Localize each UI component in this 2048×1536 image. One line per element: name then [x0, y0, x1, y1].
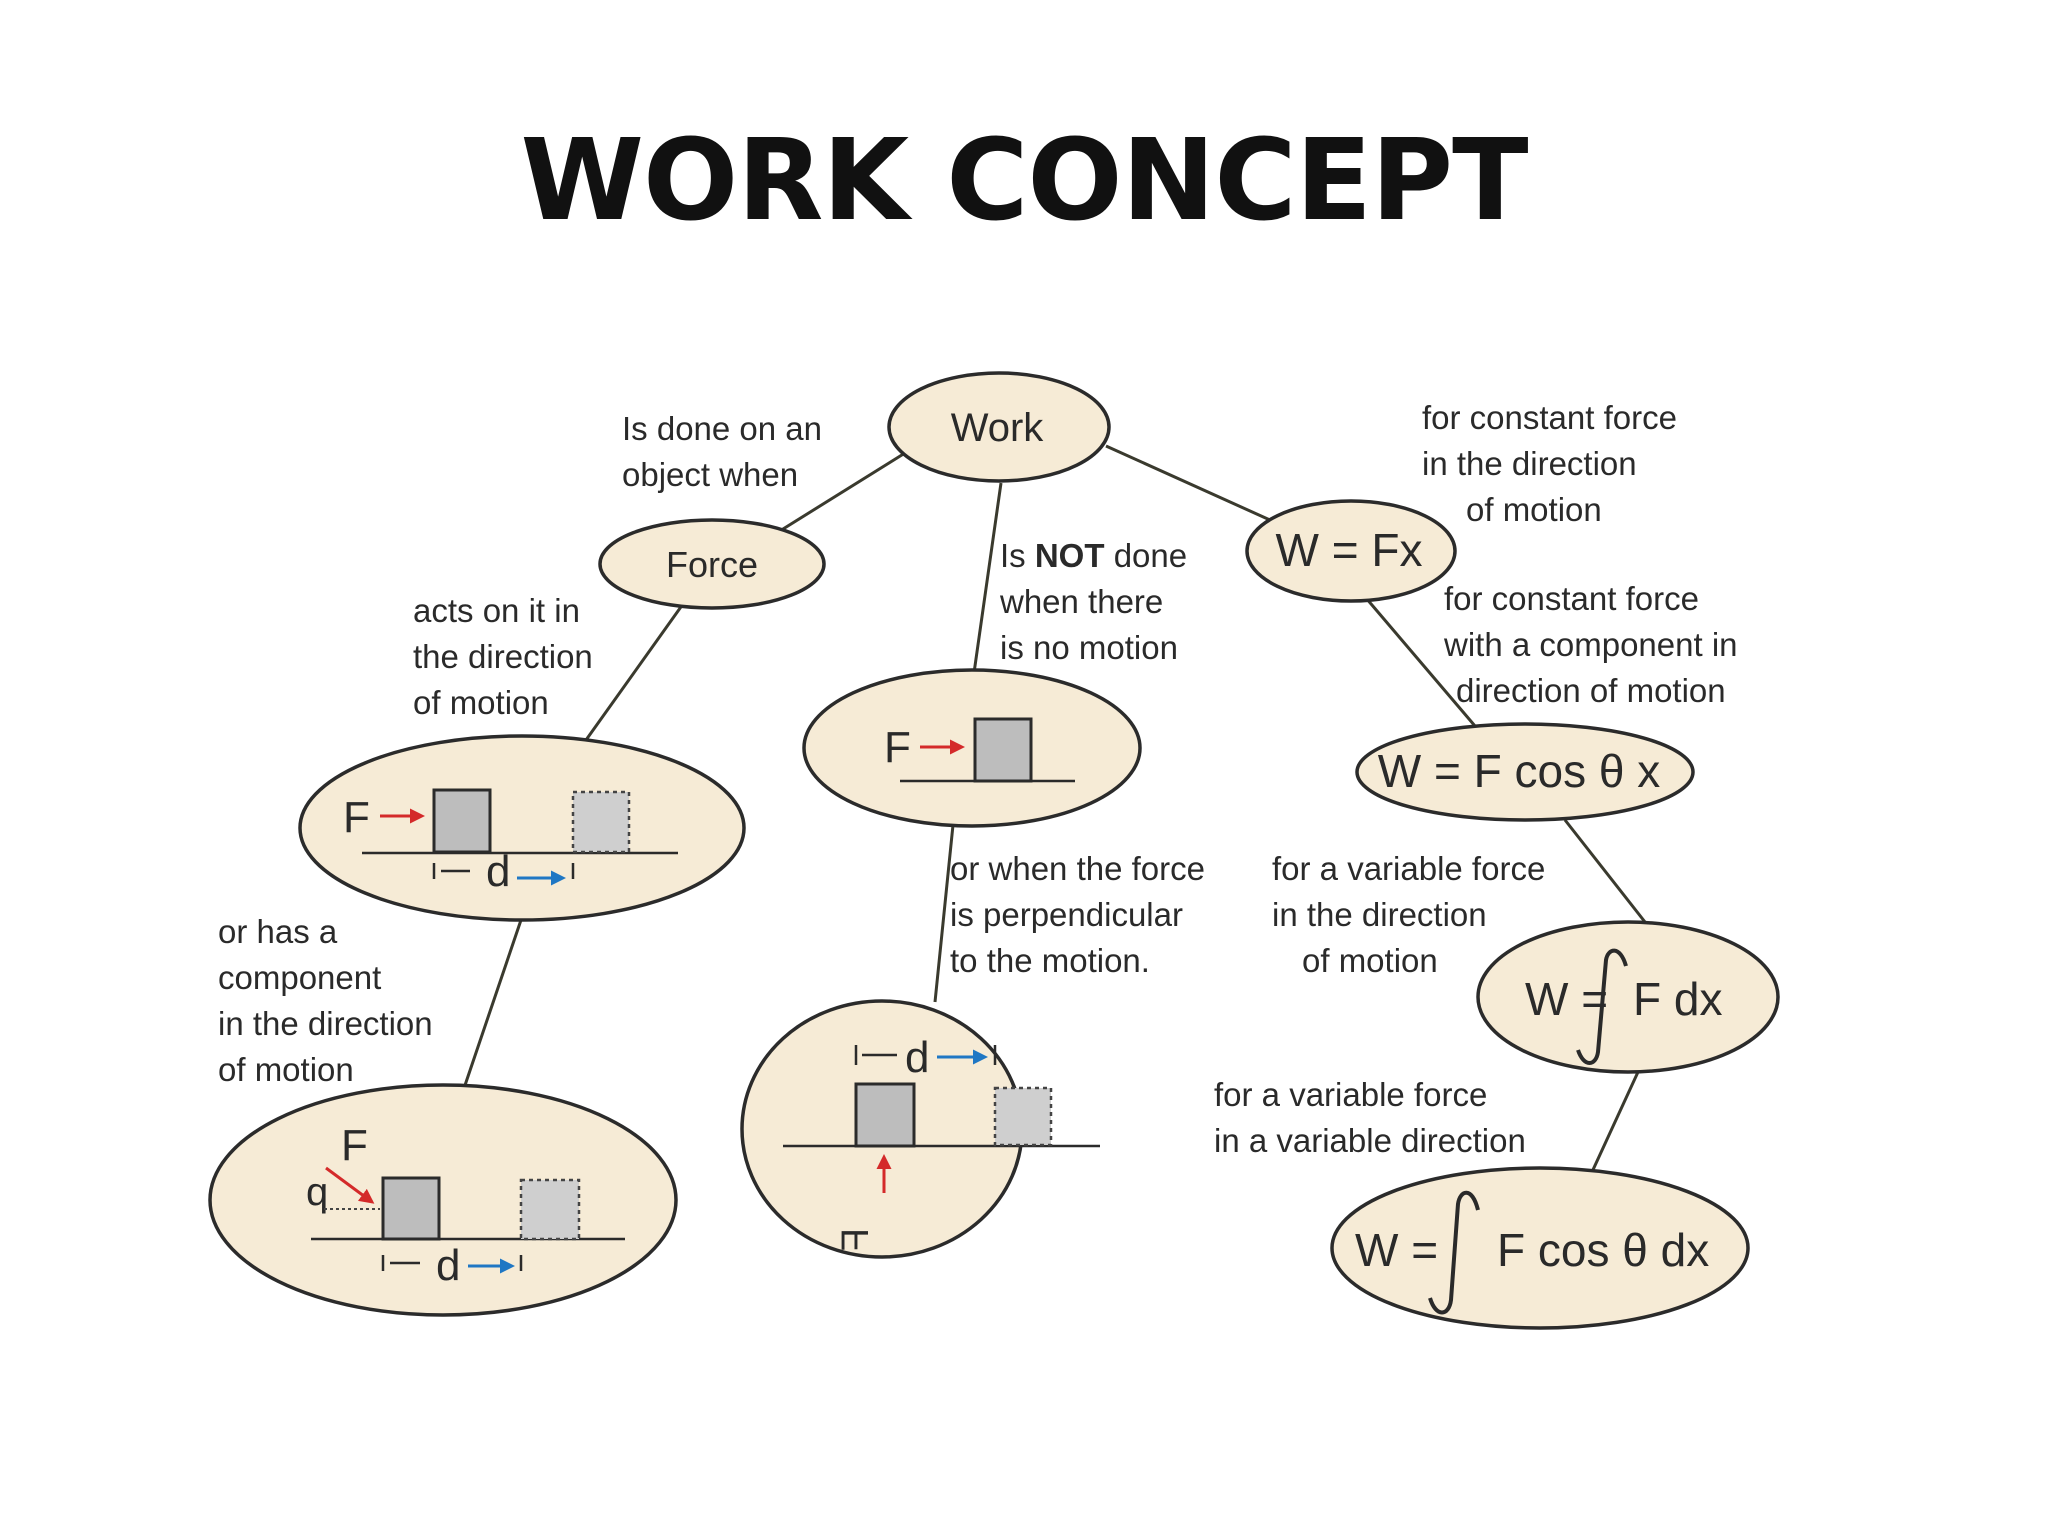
edge-work-wfx [1105, 444, 1271, 522]
force-symbol: F [343, 793, 370, 842]
label-variable-force: for a variable force in the direction of… [1272, 850, 1545, 979]
node-angled-force-diagram: F q d [208, 1083, 678, 1317]
force-arrow-icon [325, 1166, 375, 1204]
angle-symbol: q [306, 1170, 328, 1214]
edge-wfcos-wint [1563, 819, 1647, 923]
label-constant-direction: for constant force in the direction of m… [1422, 399, 1677, 528]
svg-text:for constant force: for constant force [1444, 580, 1699, 617]
edge-wint-wintcos [1590, 1071, 1640, 1173]
displacement-symbol: d [905, 1033, 929, 1082]
node-force: Force [598, 518, 826, 610]
svg-text:in the direction: in the direction [1422, 445, 1637, 482]
integral-sign-icon [1576, 948, 1628, 1065]
node-perpendicular-diagram: d F [740, 999, 1100, 1259]
svg-text:component: component [218, 959, 381, 996]
label-done-on: Is done on an object when [622, 410, 822, 493]
svg-text:is perpendicular: is perpendicular [950, 896, 1183, 933]
label-perpendicular: or when the force is perpendicular to th… [950, 850, 1205, 979]
svg-text:is no motion: is no motion [1000, 629, 1178, 666]
label-constant-component: for constant force with a component in d… [1443, 580, 1738, 709]
svg-text:Is NOT done: Is NOT done [1000, 537, 1187, 574]
edge-nomotion-perp [933, 824, 955, 1003]
block [973, 717, 1033, 783]
block [381, 1176, 441, 1241]
svg-text:in the direction: in the direction [218, 1005, 433, 1042]
displaced-block [993, 1086, 1053, 1147]
svg-text:when there: when there [999, 583, 1163, 620]
node-work-label: Work [951, 406, 1045, 450]
displacement-symbol: d [436, 1241, 460, 1290]
svg-text:in a variable direction: in a variable direction [1214, 1122, 1526, 1159]
node-w-fcos-x-label: W = F cos θ x [1378, 745, 1660, 797]
node-work: Work [887, 371, 1111, 483]
edge-work-force [774, 451, 906, 536]
force-symbol: F [341, 1121, 368, 1170]
svg-text:direction of motion: direction of motion [1456, 672, 1726, 709]
node-force-label: Force [666, 544, 758, 585]
node-no-motion-diagram: F [802, 668, 1142, 828]
node-w-integral-cos-right: F cos θ dx [1497, 1224, 1709, 1276]
svg-text:for a variable force: for a variable force [1272, 850, 1545, 887]
displacement-symbol: d [486, 847, 510, 896]
node-w-fx-label: W = Fx [1276, 524, 1423, 576]
force-symbol: F [835, 1228, 877, 1251]
svg-text:for constant force: for constant force [1422, 399, 1677, 436]
svg-text:object when: object when [622, 456, 798, 493]
svg-text:the direction: the direction [413, 638, 593, 675]
slide-title: WORK CONCEPT [520, 116, 1528, 246]
edge-push-angled [458, 919, 523, 1101]
displaced-block [571, 790, 631, 854]
svg-text:of motion: of motion [1466, 491, 1602, 528]
svg-text:or has a: or has a [218, 913, 338, 950]
block [432, 788, 492, 854]
svg-text:or when the force: or when the force [950, 850, 1205, 887]
integral-sign-icon [1428, 1190, 1480, 1315]
node-w-fcos-x: W = F cos θ x [1355, 722, 1695, 822]
svg-text:acts on it in: acts on it in [413, 592, 580, 629]
node-w-integral-cos-left: W = [1355, 1224, 1438, 1276]
edge-work-nomotion [971, 482, 1003, 681]
svg-text:to the motion.: to the motion. [950, 942, 1150, 979]
node-w-fx: W = Fx [1245, 499, 1457, 603]
label-component: or has a component in the direction of m… [218, 913, 433, 1088]
label-variable-direction: for a variable force in a variable direc… [1214, 1076, 1526, 1159]
label-acts-on: acts on it in the direction of motion [413, 592, 593, 721]
displaced-block [519, 1178, 581, 1241]
svg-text:of motion: of motion [1302, 942, 1438, 979]
svg-text:Is done on an: Is done on an [622, 410, 822, 447]
node-push-diagram: F d [298, 734, 746, 922]
connectors [458, 444, 1647, 1173]
label-not-done: Is NOT done when there is no motion [999, 537, 1187, 666]
svg-text:of motion: of motion [218, 1051, 354, 1088]
svg-text:for a variable force: for a variable force [1214, 1076, 1487, 1113]
edge-force-push [584, 603, 685, 741]
node-w-integral: W = F dx [1476, 920, 1780, 1074]
not-emphasis: NOT [1035, 537, 1105, 574]
svg-text:of motion: of motion [413, 684, 549, 721]
force-symbol: F [884, 723, 911, 772]
node-w-integral-cos: W = F cos θ dx [1330, 1166, 1750, 1330]
node-w-integral-left: W = [1525, 973, 1608, 1025]
block [854, 1082, 916, 1148]
edge-wfx-wfcos [1364, 597, 1477, 727]
svg-text:with a component in: with a component in [1443, 626, 1738, 663]
node-w-integral-right: F dx [1633, 973, 1722, 1025]
svg-text:in the direction: in the direction [1272, 896, 1487, 933]
